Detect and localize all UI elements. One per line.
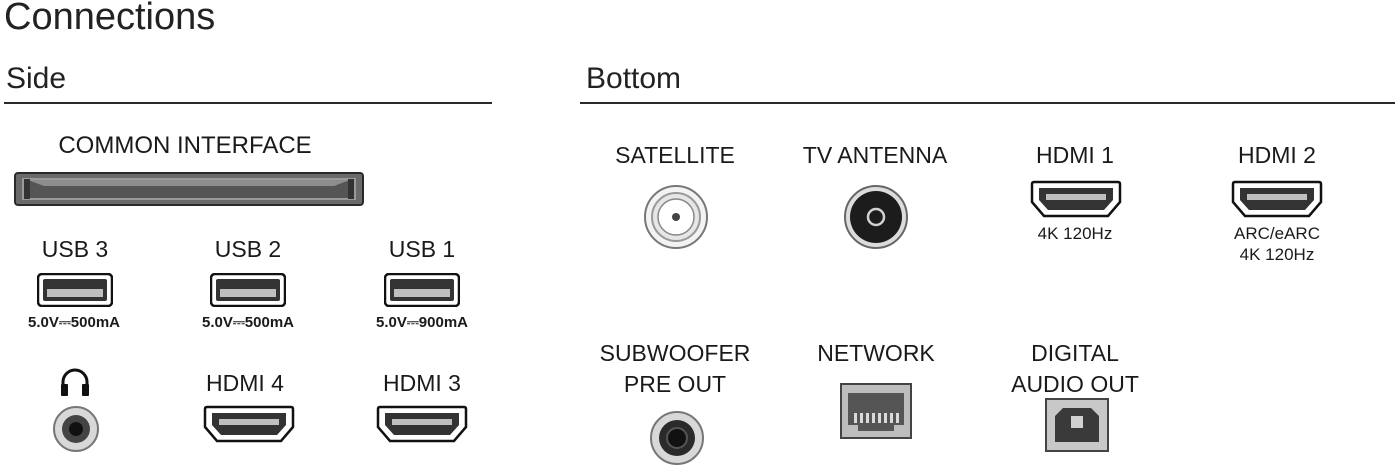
satellite-coax-connector-icon bbox=[643, 184, 709, 250]
usb2-label: USB 2 bbox=[214, 236, 282, 262]
side-divider bbox=[4, 102, 492, 104]
hdmi2-spec-arc: ARC/eARC bbox=[1234, 224, 1320, 243]
usb1-label: USB 1 bbox=[388, 236, 456, 262]
headphone-jack-icon bbox=[52, 405, 100, 453]
hdmi2-label: HDMI 2 bbox=[1238, 142, 1316, 168]
tv-antenna-label: TV ANTENNA bbox=[802, 142, 948, 168]
common-interface-slot-icon bbox=[14, 172, 364, 206]
hdmi1-port-icon bbox=[1030, 180, 1122, 218]
side-heading: Side bbox=[6, 62, 67, 95]
hdmi1-label: HDMI 1 bbox=[1036, 142, 1114, 168]
hdmi4-label: HDMI 4 bbox=[206, 370, 284, 396]
hdmi3-port-icon bbox=[376, 405, 468, 443]
usb3-spec: 5.0V⎓500mA bbox=[27, 314, 121, 331]
satellite-label: SATELLITE bbox=[615, 142, 735, 168]
optical-port-icon bbox=[1045, 398, 1109, 452]
digital-audio-label-line2: AUDIO OUT bbox=[1011, 371, 1139, 397]
hdmi3-label: HDMI 3 bbox=[383, 370, 461, 396]
common-interface-label: COMMON INTERFACE bbox=[58, 132, 312, 159]
bottom-divider bbox=[580, 102, 1395, 104]
network-label: NETWORK bbox=[817, 340, 935, 366]
subwoofer-label-line1: SUBWOOFER bbox=[599, 340, 751, 366]
ethernet-port-icon bbox=[840, 383, 912, 439]
usb2-spec: 5.0V⎓500mA bbox=[201, 314, 295, 331]
usb1-port-icon bbox=[384, 273, 460, 307]
usb3-port-icon bbox=[37, 273, 113, 307]
usb1-spec: 5.0V⎓900mA bbox=[375, 314, 469, 331]
hdmi2-port-icon bbox=[1231, 180, 1323, 218]
tv-antenna-coax-connector-icon bbox=[843, 184, 909, 250]
hdmi2-spec-resolution: 4K 120Hz bbox=[1239, 245, 1315, 264]
subwoofer-label-line2: PRE OUT bbox=[623, 371, 727, 397]
usb3-label: USB 3 bbox=[41, 236, 109, 262]
hdmi1-spec: 4K 120Hz bbox=[1037, 224, 1113, 243]
headphone-icon bbox=[58, 368, 92, 398]
page-title: Connections bbox=[4, 0, 216, 38]
subwoofer-rca-jack-icon bbox=[649, 410, 705, 466]
hdmi4-port-icon bbox=[203, 405, 295, 443]
usb2-port-icon bbox=[210, 273, 286, 307]
digital-audio-label-line1: DIGITAL bbox=[1031, 340, 1119, 366]
bottom-heading: Bottom bbox=[586, 62, 682, 95]
